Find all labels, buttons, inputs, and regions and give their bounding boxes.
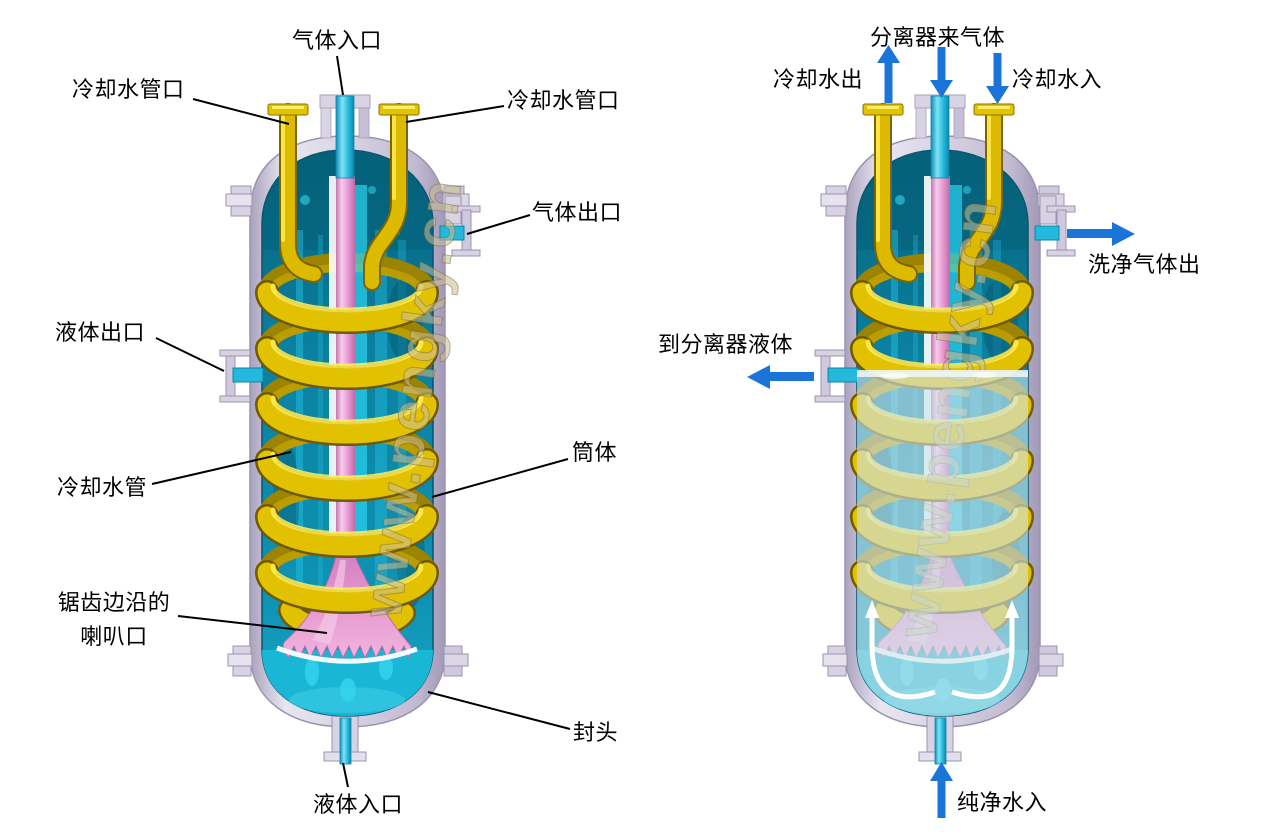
label-washed-gas-out: 洗净气体出 [1088,252,1201,277]
cooling-water-out-arrow [877,45,900,103]
label-cooling-port-right: 冷却水管口 [507,88,620,113]
label-bell-mouth-line2: 喇叭口 [80,624,148,649]
circulation-arrow-right [951,600,1019,700]
label-cooling-water-pipe: 冷却水管 [57,475,148,500]
cooling-water-in-arrow [986,53,1009,104]
gas-in-arrow [930,47,953,98]
label-cooling-water-in: 冷却水入 [1012,67,1103,92]
label-liquid-to-separator: 到分离器液体 [658,332,794,357]
liquid-fill [857,370,1028,716]
label-head: 封头 [573,720,619,745]
vessel-right: www.pengky.cn [815,95,1075,764]
leader-lines [151,55,571,788]
label-cooling-port-left: 冷却水管口 [72,77,185,102]
label-liquid-inlet: 液体入口 [313,792,404,817]
label-liquid-outlet: 液体出口 [55,320,146,345]
label-bell-mouth: 锯齿边沿的 喇叭口 [46,586,182,654]
circulation-arrow-left [865,600,936,700]
label-pure-water-in: 纯净水入 [957,790,1048,815]
washed-gas-out-arrow [1067,222,1135,246]
liquid-to-separator-arrow [747,365,814,389]
pure-water-in-arrow [930,762,953,818]
label-gas-outlet: 气体出口 [532,200,623,225]
label-cooling-water-out: 冷却水出 [773,67,864,92]
label-gas-inlet: 气体入口 [292,28,383,53]
label-gas-from-separator: 分离器来气体 [870,25,1006,50]
flow-arrows [747,45,1135,818]
label-bell-mouth-line1: 锯齿边沿的 [57,590,171,615]
label-shell-body: 筒体 [572,440,618,465]
vessel-left: www.pengky.cn [220,95,480,764]
